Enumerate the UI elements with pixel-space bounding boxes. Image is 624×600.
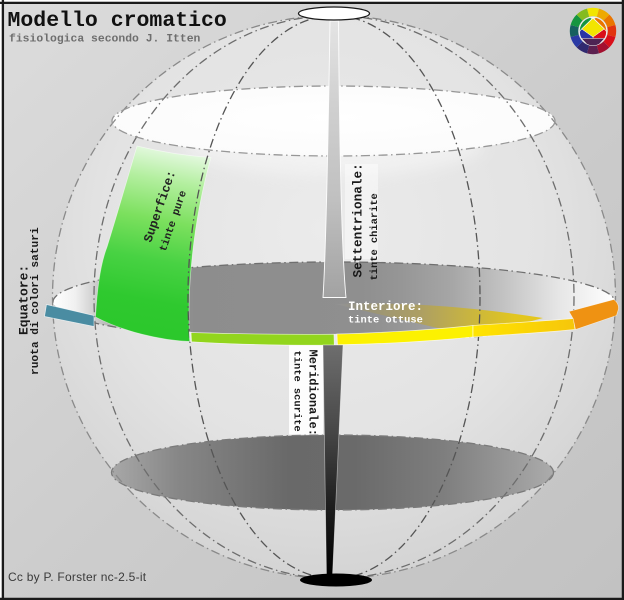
svg-text:Equatore:: Equatore:	[17, 265, 32, 335]
svg-text:fisiologica secondo J. Itten: fisiologica secondo J. Itten	[9, 34, 201, 46]
svg-text:Settentrionale:: Settentrionale:	[351, 163, 366, 277]
svg-text:tinte scurite: tinte scurite	[291, 351, 303, 432]
svg-text:tinte ottuse: tinte ottuse	[348, 315, 423, 327]
svg-text:Interiore:: Interiore:	[348, 300, 423, 314]
svg-text:Modello cromatico: Modello cromatico	[8, 9, 227, 33]
svg-text:tinte chiarite: tinte chiarite	[369, 193, 381, 280]
svg-text:Meridionale:: Meridionale:	[306, 350, 320, 436]
svg-text:Cc by P. Forster nc-2.5-it: Cc by P. Forster nc-2.5-it	[8, 570, 147, 584]
svg-text:ruota di colori saturi: ruota di colori saturi	[30, 227, 42, 375]
